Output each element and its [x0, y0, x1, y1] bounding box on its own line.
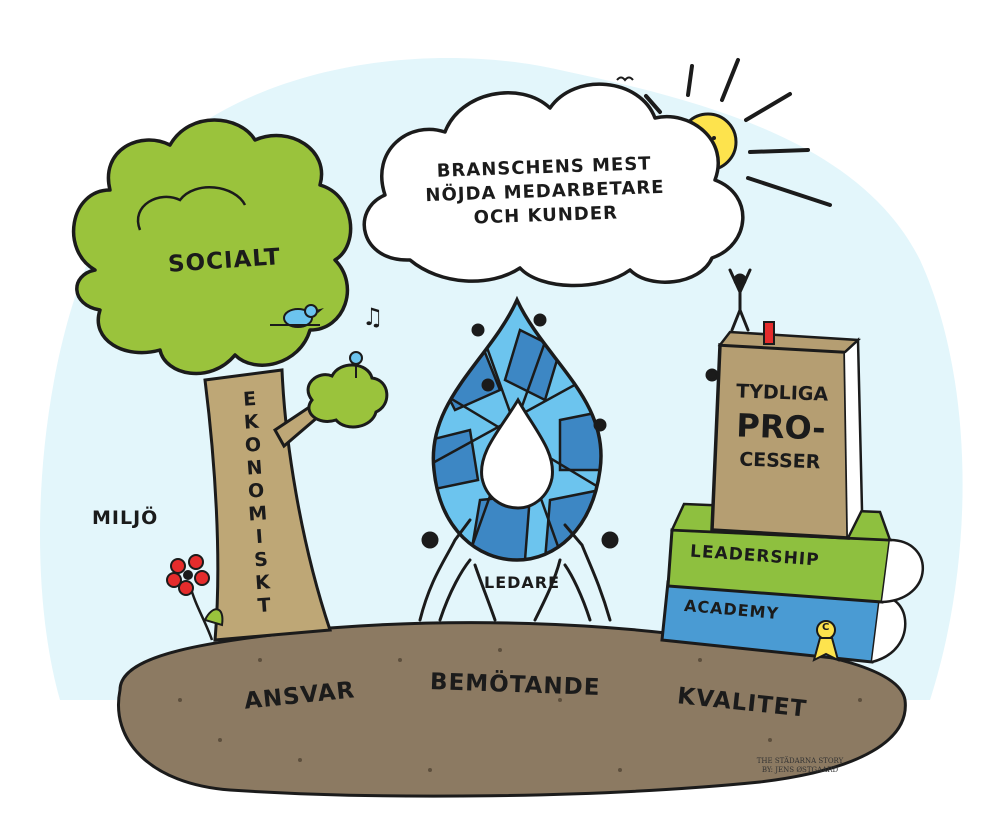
award-badge-icon: [812, 620, 840, 662]
ground-dots: [178, 648, 862, 772]
books-stack: [660, 321, 925, 664]
tree-crown-inner: [136, 186, 247, 231]
trunk-letter: K: [243, 410, 260, 434]
badge-letter: C: [822, 622, 830, 633]
drop-label: LEDARE: [484, 573, 561, 592]
book-line-3: CESSER: [738, 448, 821, 474]
flower-icon: [166, 554, 224, 641]
credit-line-2: BY: JENS ØSTGAARD: [761, 766, 839, 774]
music-note-icon: ♫: [362, 303, 384, 331]
trunk-letter: O: [247, 479, 265, 503]
book-line-2: PRO-: [735, 406, 827, 448]
trunk-letter: M: [247, 502, 268, 526]
credit: THE STÄDARNA STORY BY: JENS ØSTGAARD: [745, 757, 855, 775]
ground: [117, 621, 907, 798]
small-leaf-cluster: [306, 363, 389, 429]
trunk-letter: I: [255, 525, 264, 549]
trunk-letter: T: [256, 594, 272, 618]
small-bird-icon: [349, 351, 363, 378]
trunk-letter: S: [253, 548, 269, 572]
cloud-text: BRANSCHENS MEST NÖJDA MEDARBETARE OCH KU…: [399, 151, 691, 233]
book-line-1: TYDLIGA: [735, 380, 829, 406]
bluebird-icon: [270, 304, 324, 328]
trunk-letter: N: [245, 456, 264, 480]
book-title: TYDLIGA PRO- CESSER: [720, 378, 841, 476]
tree-crown: [71, 118, 353, 376]
cloud-shape: [362, 82, 745, 288]
trunk-letter: E: [242, 387, 257, 411]
environment-label: MILJÖ: [92, 507, 159, 529]
credit-line-1: THE STÄDARNA STORY: [756, 757, 844, 765]
trunk-letter: K: [254, 571, 271, 595]
stick-figures: [418, 268, 752, 622]
trunk-letter: O: [244, 433, 262, 457]
